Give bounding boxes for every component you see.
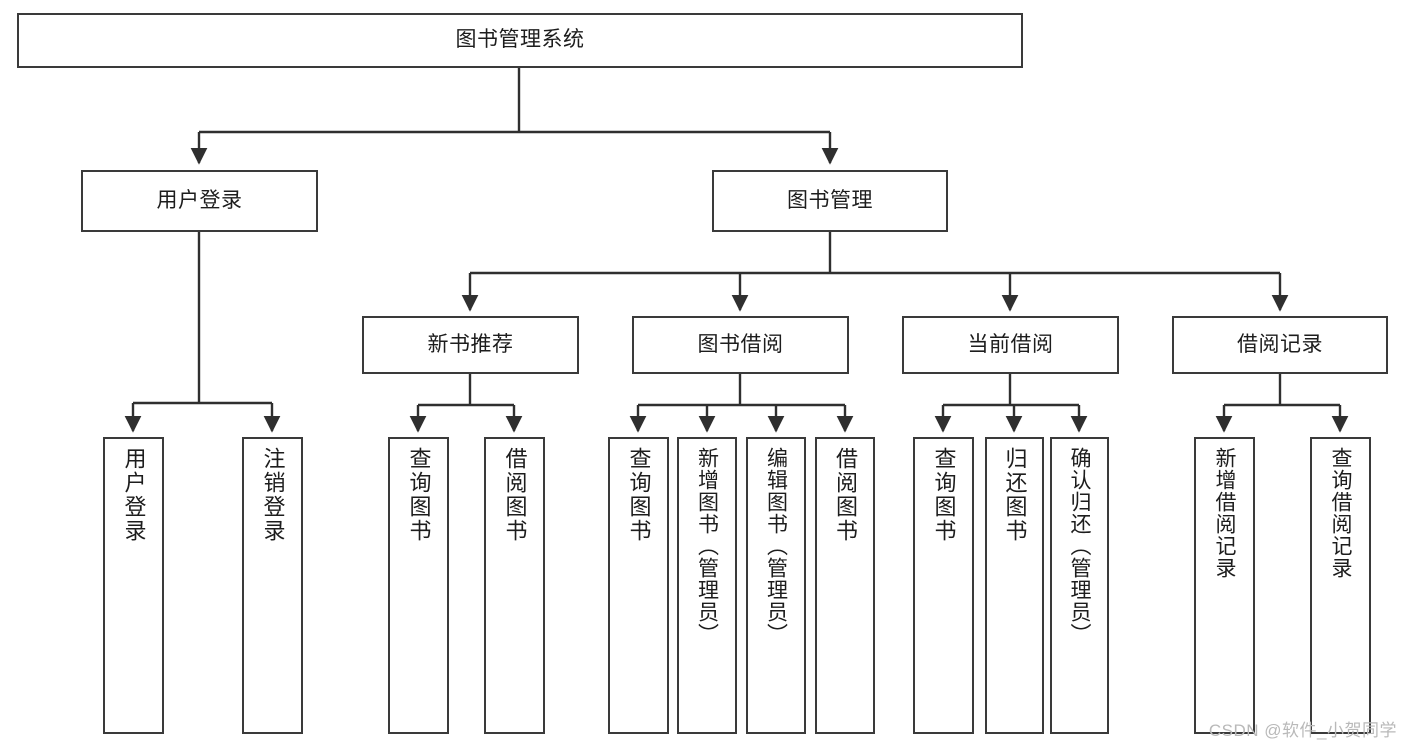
node-label: 图书借阅 [697,332,784,356]
leaf-book-borrow-borrow-book[interactable]: 借阅图书 [815,437,875,734]
leaf-book-borrow-query-book[interactable]: 查询图书 [608,437,669,734]
node-label: 查询借阅记录 [1329,447,1352,579]
leaf-user-login-login[interactable]: 用户登录 [103,437,164,734]
leaf-book-borrow-edit-book-admin[interactable]: 编辑图书（管理员） [746,437,806,734]
leaf-user-login-logout[interactable]: 注销登录 [242,437,303,734]
node-label: 归还图书 [1002,447,1028,543]
node-label: 确认归还（管理员） [1068,447,1091,645]
node-label: 新增借阅记录 [1213,447,1236,579]
node-book-borrow[interactable]: 图书借阅 [632,316,849,374]
node-user-login[interactable]: 用户登录 [81,170,318,232]
leaf-current-borrow-query-book[interactable]: 查询图书 [913,437,974,734]
node-label: 注销登录 [260,447,286,543]
leaf-borrow-record-query-record[interactable]: 查询借阅记录 [1310,437,1371,734]
leaf-current-borrow-confirm-return-admin[interactable]: 确认归还（管理员） [1050,437,1109,734]
node-label: 查询图书 [626,447,652,543]
leaf-book-borrow-add-book-admin[interactable]: 新增图书（管理员） [677,437,737,734]
leaf-new-book-query-book[interactable]: 查询图书 [388,437,449,734]
node-label: 借阅图书 [502,447,528,543]
watermark: CSDN @软件_小贺同学 [1208,721,1397,740]
node-current-borrow[interactable]: 当前借阅 [902,316,1119,374]
node-label: 查询图书 [931,447,957,543]
node-label: 借阅记录 [1237,332,1323,356]
node-label: 图书管理系统 [455,28,585,52]
leaf-new-book-borrow-book[interactable]: 借阅图书 [484,437,545,734]
node-label: 新书推荐 [427,332,514,356]
node-label: 当前借阅 [967,332,1054,356]
node-label: 用户登录 [121,447,147,543]
node-root-book-management-system[interactable]: 图书管理系统 [17,13,1023,68]
node-label: 图书管理 [787,188,873,212]
node-label: 编辑图书（管理员） [764,447,788,645]
node-label: 借阅图书 [833,447,858,543]
node-book-management[interactable]: 图书管理 [712,170,948,232]
leaf-current-borrow-return-book[interactable]: 归还图书 [985,437,1044,734]
node-label: 查询图书 [406,447,432,543]
leaf-borrow-record-add-record[interactable]: 新增借阅记录 [1194,437,1255,734]
node-borrow-record[interactable]: 借阅记录 [1172,316,1388,374]
node-new-book-recommend[interactable]: 新书推荐 [362,316,579,374]
node-label: 用户登录 [156,188,243,212]
node-label: 新增图书（管理员） [695,447,719,645]
